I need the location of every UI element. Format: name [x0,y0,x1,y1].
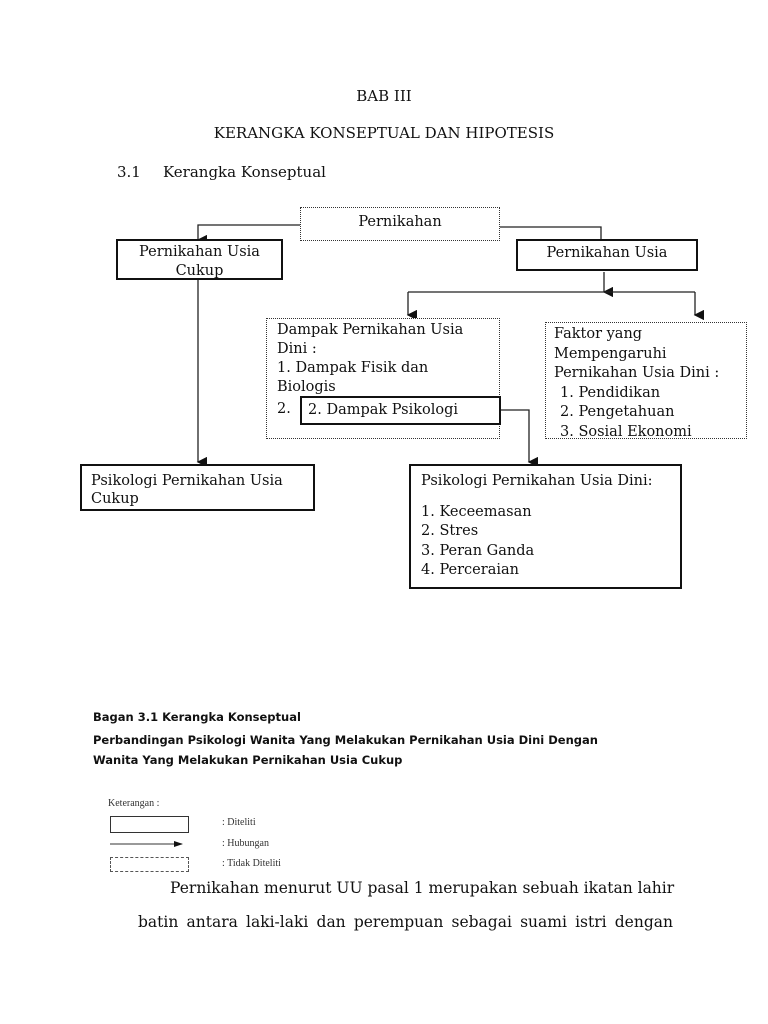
legend-solid-label: : Diteliti [222,817,256,828]
legend-arrow-label: : Hubungan [222,838,269,849]
legend-dotted-box [110,857,189,872]
caption-line: Wanita Yang Melakukan Pernikahan Usia Cu… [93,753,403,767]
legend-title: Keterangan : [108,798,160,809]
legend-dotted-label: : Tidak Diteliti [222,858,281,869]
list-item: 3. Sosial Ekonomi [560,423,692,439]
box-psikologi-dini: Psikologi Pernikahan Usia Dini: 1. Kecee… [409,464,682,589]
box-label: 2. Dampak Psikologi [308,402,459,418]
chapter-title: KERANGKA KONSEPTUAL DAN HIPOTESIS [213,124,555,142]
box-title: Psikologi Pernikahan Usia Dini: [421,473,653,489]
chapter-heading: BAB III [356,87,412,105]
connector-root-cukup [196,224,300,246]
box-label: Pernikahan Usia [546,245,668,261]
paragraph-line: Pernikahan menurut UU pasal 1 merupakan … [170,879,675,897]
box-psikologi-cukup: Psikologi Pernikahan Usia Cukup [80,464,315,511]
list-item: 3. Peran Ganda [421,542,535,559]
list-item: 1. Pendidikan [560,384,661,401]
box-faktor: Faktor yang Mempengaruhi Pernikahan Usia… [545,322,747,439]
box-title: Faktor yang Mempengaruhi Pernikahan Usia… [554,326,720,381]
section-title: Kerangka Konseptual [163,163,326,181]
box-label: Pernikahan [358,214,442,230]
paragraph-line: batin antara laki-laki dan perempuan seb… [138,913,673,931]
box-pernikahan: Pernikahan [300,207,500,241]
connector-root-dini [500,226,602,239]
list-item: 1. Dampak Fisik dan Biologis [277,360,429,395]
legend-solid-box [110,816,189,833]
section-number: 3.1 [117,163,141,181]
list-item: 2. Pengetahuan [560,404,675,420]
box-label: Psikologi Pernikahan Usia Cukup [91,473,283,507]
box-title: Dampak Pernikahan Usia Dini : [277,322,464,357]
caption-label: Bagan 3.1 Kerangka Konseptual [93,710,301,724]
list-item: 4. Perceraian [421,562,519,578]
box-label: Pernikahan Usia Cukup [139,244,260,279]
box-pernikahan-usia-cukup: Pernikahan Usia Cukup [116,239,283,280]
list-item: 2. Stres [421,523,479,539]
list-item: 2. [277,401,291,417]
box-dampak-psikologi: 2. Dampak Psikologi [300,396,501,425]
list-item: 1. Keceemasan [421,503,532,520]
connector-dampak-psikologi-dini [501,409,539,468]
box-pernikahan-usia-dini: Pernikahan Usia [516,239,698,271]
caption-line: Perbandingan Psikologi Wanita Yang Melak… [93,733,598,747]
